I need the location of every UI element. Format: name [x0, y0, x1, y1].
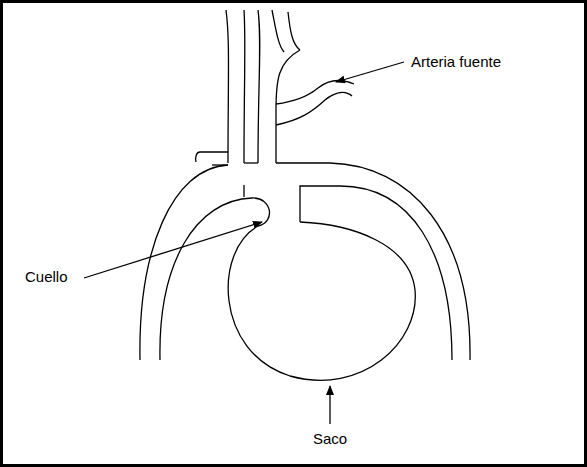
- part-label: Arteria fuente: [410, 53, 502, 71]
- part-label: Cuello: [24, 268, 69, 286]
- part-label: Saco: [312, 430, 348, 448]
- leader-lines: [84, 62, 404, 424]
